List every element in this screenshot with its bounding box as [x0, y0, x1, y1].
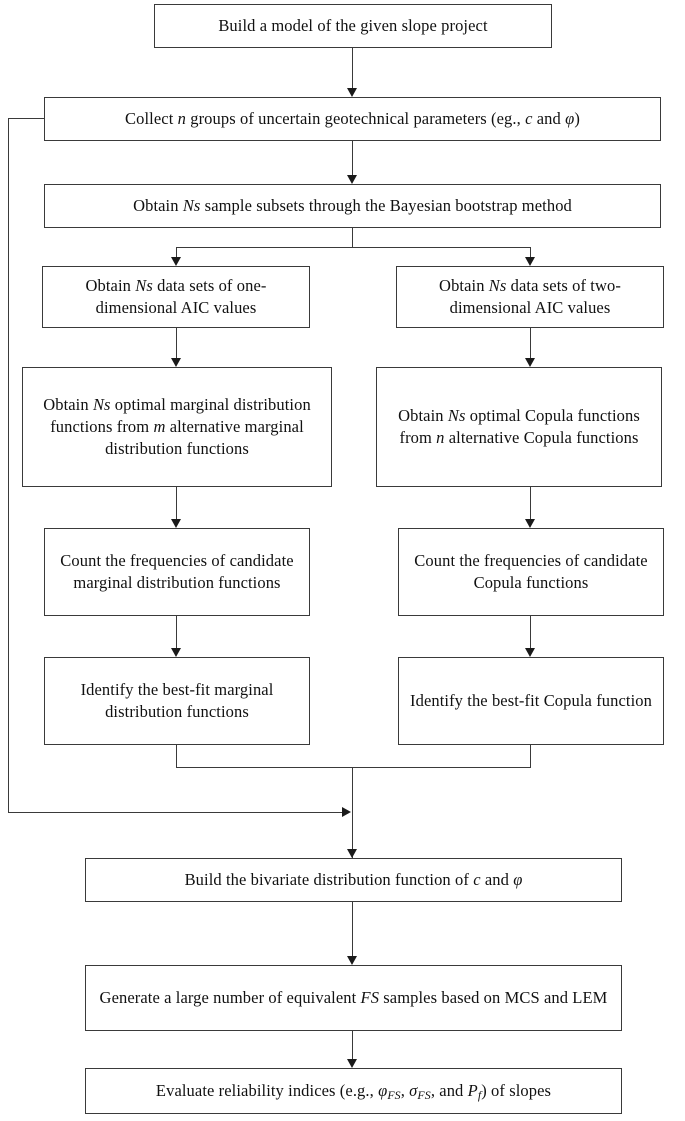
node-build-model: Build a model of the given slope project: [154, 4, 552, 48]
node-optimal-marginal-label: Obtain Ns optimal marginal distribution …: [43, 395, 311, 458]
edge-collect-to-bootstrap-arrow: [347, 175, 357, 184]
edge-bootstrap-split-left-arrow: [171, 257, 181, 266]
node-identify-marginal: Identify the best-fit marginal distribut…: [44, 657, 310, 745]
edge-count-marginal-to-identify-line: [176, 616, 178, 650]
node-count-copula: Count the frequencies of candidate Copul…: [398, 528, 664, 616]
edge-feedback-left-riser: [8, 118, 10, 813]
edge-count-copula-to-identify-line: [530, 616, 532, 650]
edge-feedback-arrow: [342, 807, 351, 817]
node-build-model-label: Build a model of the given slope project: [218, 16, 488, 36]
node-count-copula-label: Count the frequencies of candidate Copul…: [414, 551, 648, 592]
edge-build-model-to-collect-arrow: [347, 88, 357, 97]
node-optimal-marginal: Obtain Ns optimal marginal distribution …: [22, 367, 332, 487]
node-generate-fs-samples: Generate a large number of equivalent FS…: [85, 965, 622, 1031]
node-identify-copula-label: Identify the best-fit Copula function: [410, 691, 652, 711]
edge-optimal-copula-to-count-line: [530, 487, 532, 521]
edge-bootstrap-split-right-drop: [530, 247, 532, 259]
edge-build-model-to-collect-line: [352, 48, 354, 90]
edge-bootstrap-split-left-drop: [176, 247, 178, 259]
edge-generate-to-evaluate-line: [352, 1031, 354, 1061]
edge-optimal-copula-to-count-arrow: [525, 519, 535, 528]
edge-two-dim-to-optimal-copula-line: [530, 328, 532, 360]
edge-bivariate-to-generate-arrow: [347, 956, 357, 965]
edge-merge-right-riser: [530, 745, 532, 768]
node-optimal-copula: Obtain Ns optimal Copula functions from …: [376, 367, 662, 487]
edge-merge-to-bivariate-arrow: [347, 849, 357, 858]
node-two-dim-aic-label: Obtain Ns data sets of two-dimensional A…: [439, 276, 621, 317]
edge-optimal-marginal-to-count-line: [176, 487, 178, 521]
node-optimal-copula-label: Obtain Ns optimal Copula functions from …: [398, 406, 640, 447]
edge-feedback-bottom-segment: [8, 812, 343, 814]
edge-bootstrap-split-stem: [352, 228, 354, 248]
node-one-dim-aic-label: Obtain Ns data sets of one-dimensional A…: [85, 276, 267, 317]
node-count-marginal: Count the frequencies of candidate margi…: [44, 528, 310, 616]
node-generate-fs-samples-label: Generate a large number of equivalent FS…: [99, 988, 608, 1008]
edge-bootstrap-split-right-arrow: [525, 257, 535, 266]
edge-bootstrap-split-bar: [176, 247, 531, 249]
edge-feedback-top-segment: [8, 118, 45, 120]
edge-merge-left-riser: [176, 745, 178, 768]
edge-count-marginal-to-identify-arrow: [171, 648, 181, 657]
node-two-dim-aic: Obtain Ns data sets of two-dimensional A…: [396, 266, 664, 328]
node-collect-groups-label: Collect n groups of uncertain geotechnic…: [125, 109, 580, 129]
node-bivariate-distribution-label: Build the bivariate distribution functio…: [184, 870, 523, 890]
node-identify-marginal-label: Identify the best-fit marginal distribut…: [80, 680, 274, 721]
edge-optimal-marginal-to-count-arrow: [171, 519, 181, 528]
node-identify-copula: Identify the best-fit Copula function: [398, 657, 664, 745]
edge-generate-to-evaluate-arrow: [347, 1059, 357, 1068]
edge-one-dim-to-optimal-marginal-line: [176, 328, 178, 360]
node-count-marginal-label: Count the frequencies of candidate margi…: [60, 551, 294, 592]
edge-collect-to-bootstrap-line: [352, 141, 354, 177]
edge-count-copula-to-identify-arrow: [525, 648, 535, 657]
edge-merge-bar: [176, 767, 531, 769]
edge-one-dim-to-optimal-marginal-arrow: [171, 358, 181, 367]
edge-merge-to-bivariate-stem: [352, 767, 354, 858]
node-evaluate-reliability-label: Evaluate reliability indices (e.g., φFS,…: [155, 1081, 552, 1102]
node-collect-groups: Collect n groups of uncertain geotechnic…: [44, 97, 661, 141]
node-bayesian-bootstrap: Obtain Ns sample subsets through the Bay…: [44, 184, 661, 228]
node-evaluate-reliability: Evaluate reliability indices (e.g., φFS,…: [85, 1068, 622, 1114]
edge-bivariate-to-generate-line: [352, 902, 354, 958]
node-bayesian-bootstrap-label: Obtain Ns sample subsets through the Bay…: [133, 196, 572, 216]
node-bivariate-distribution: Build the bivariate distribution functio…: [85, 858, 622, 902]
node-one-dim-aic: Obtain Ns data sets of one-dimensional A…: [42, 266, 310, 328]
edge-two-dim-to-optimal-copula-arrow: [525, 358, 535, 367]
